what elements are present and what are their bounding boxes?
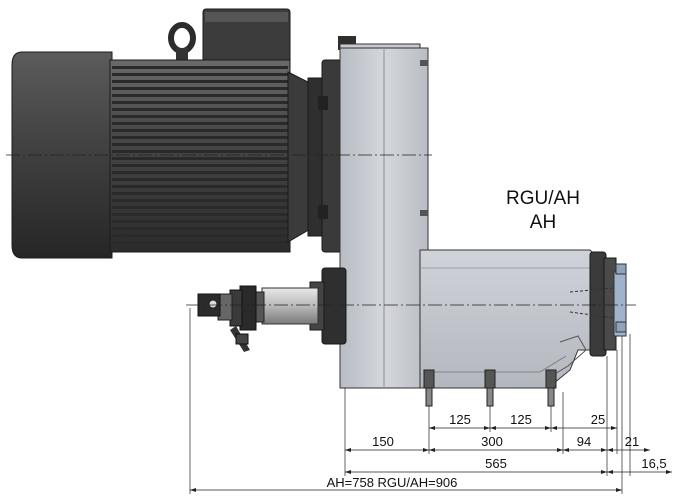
extension-lines [189, 308, 631, 494]
model-label-line1: RGU/AH [506, 188, 580, 209]
mounting-bolts [423, 369, 557, 407]
dimension-arrowhead [563, 448, 569, 452]
motor-fin [112, 80, 288, 83]
motor-fin [112, 122, 288, 125]
model-label-line2: AH [530, 212, 556, 233]
motor-fin [112, 66, 288, 69]
motor-fin [112, 129, 288, 132]
dim-overall: AH=758 RGU/AH=906 [327, 475, 458, 490]
motor-fin [112, 241, 288, 244]
motor-fin [112, 164, 288, 167]
dimension-arrowhead [607, 470, 613, 474]
dim-300: 300 [481, 434, 503, 449]
bolt-2 [484, 369, 496, 407]
dimension-arrowhead [557, 448, 563, 452]
dimension-arrowhead [345, 448, 351, 452]
dimension-arrowhead [484, 426, 490, 430]
dimension-lines [190, 426, 672, 492]
motor-fin [112, 94, 288, 97]
bolt-3 [545, 369, 557, 407]
dim-21: 21 [625, 434, 639, 449]
motor-fin [112, 213, 288, 216]
dim-125-left: 125 [449, 412, 471, 427]
tool-holder [197, 267, 347, 352]
motor-fin [112, 234, 288, 237]
dimension-arrowhead [429, 448, 435, 452]
lifting-eye [168, 22, 196, 54]
dimension-arrowhead [607, 448, 613, 452]
motor-fin [112, 171, 288, 174]
motor-fin [112, 115, 288, 118]
motor-fin [112, 192, 288, 195]
motor-fin [112, 178, 288, 181]
motor-fin [112, 143, 288, 146]
dimension-arrowhead [551, 426, 557, 430]
dimension-arrowhead [490, 426, 496, 430]
motor-fin [112, 87, 288, 90]
motor-fins [112, 66, 288, 244]
motor-fin [112, 185, 288, 188]
dimension-arrowhead [601, 448, 607, 452]
dimension-arrowhead [611, 426, 617, 430]
motor [11, 8, 345, 259]
motor-fin [112, 150, 288, 153]
dimension-arrowhead [429, 426, 435, 430]
dim-125-right: 125 [510, 412, 532, 427]
dimension-arrowhead [666, 470, 672, 474]
motor-fin [112, 220, 288, 223]
motor-fin [112, 73, 288, 76]
dimension-arrowhead [423, 448, 429, 452]
dim-94: 94 [577, 434, 591, 449]
spindle-shaft [261, 287, 319, 325]
dim-25: 25 [591, 412, 605, 427]
dimension-arrowhead [601, 470, 607, 474]
dimension-arrowhead [190, 488, 196, 492]
motor-fin [112, 157, 288, 160]
dimension-arrowhead [345, 470, 351, 474]
motor-fin [112, 108, 288, 111]
motor-fin [112, 227, 288, 230]
dim-565: 565 [485, 456, 507, 471]
spindle-housing [419, 249, 627, 389]
dimension-arrowhead [545, 426, 551, 430]
motor-fin [112, 101, 288, 104]
motor-fin [112, 136, 288, 139]
bolt-1 [423, 369, 435, 407]
dimension-arrowhead [616, 488, 622, 492]
motor-fin [112, 199, 288, 202]
motor-fin [112, 206, 288, 209]
dimension-arrowhead [644, 448, 650, 452]
gearbox [338, 36, 429, 389]
dim-16-5: 16,5 [641, 456, 666, 471]
dim-150: 150 [372, 434, 394, 449]
set-screw [208, 299, 218, 309]
